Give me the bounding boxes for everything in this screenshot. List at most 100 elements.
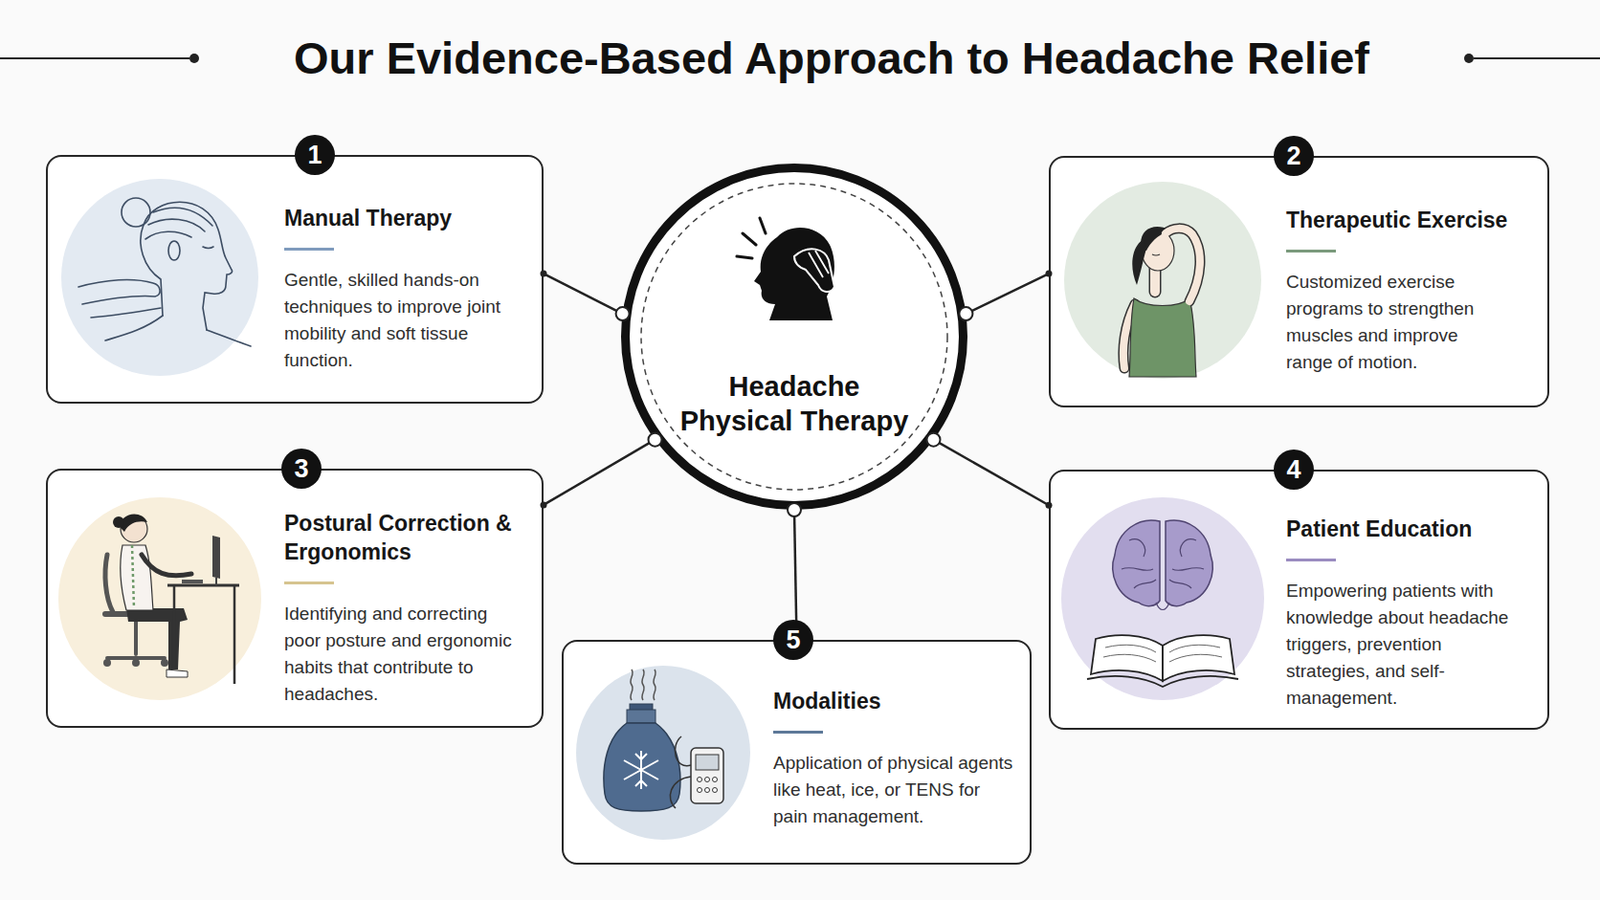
monitor	[212, 535, 221, 579]
box-body: Identifying and correcting poor posture …	[284, 600, 521, 709]
spine-line	[132, 545, 134, 609]
ear	[168, 241, 180, 261]
pain-burst	[736, 218, 766, 259]
brain-right	[1165, 520, 1213, 607]
illustration-backdrop	[61, 178, 259, 377]
desk-legs	[174, 585, 235, 685]
brain-left	[1112, 520, 1160, 607]
connector-hub-dot	[958, 307, 973, 321]
chair-back	[105, 555, 113, 613]
title-dot	[189, 53, 200, 64]
head-lineart	[78, 198, 251, 347]
closed-eye	[1152, 254, 1160, 256]
head	[1141, 230, 1175, 271]
tens-button	[705, 788, 711, 794]
text-group: Headache Physical Therapy	[674, 369, 914, 439]
accent-rule	[1286, 558, 1336, 562]
tens-button	[712, 777, 718, 783]
hair-bun	[112, 516, 125, 529]
modalities-illustration	[576, 666, 751, 841]
title-rule	[0, 57, 190, 60]
tens-button	[697, 788, 703, 794]
steam-lines	[630, 669, 656, 701]
illustration-backdrop	[1061, 497, 1265, 701]
accent-rule	[284, 247, 334, 251]
text-group: Manual TherapyGentle, skilled hands-on t…	[284, 203, 534, 375]
box-body: Application of physical agents like heat…	[773, 750, 1018, 831]
box-body: Empowering patients with knowledge about…	[1286, 577, 1519, 712]
closed-eye	[202, 246, 214, 249]
manual-therapy-illustration	[61, 178, 259, 377]
lower-arm-outline	[1123, 304, 1135, 369]
text-group: Postural Correction & ErgonomicsIdentify…	[284, 509, 521, 709]
book-lines	[1103, 644, 1223, 663]
text-group: Therapeutic ExerciseCustomized exercise …	[1286, 205, 1540, 377]
head	[120, 515, 148, 543]
connector-line	[933, 440, 1049, 507]
chair-wheel	[103, 659, 112, 667]
connector-hub-dot	[648, 433, 663, 447]
box-body: Customized exercise programs to strength…	[1286, 268, 1492, 377]
tens-button	[697, 777, 703, 783]
accent-rule	[1286, 249, 1336, 253]
exercise-illustration	[1064, 181, 1262, 379]
shoulders	[105, 315, 251, 347]
hub-circle: Headache Physical Therapy	[621, 163, 968, 511]
box-heading: Patient Education	[1286, 514, 1535, 544]
posture-illustration	[58, 497, 262, 701]
connector-end-dot	[1045, 270, 1053, 278]
tank-top	[1129, 298, 1197, 378]
connector-hub-dot	[926, 433, 940, 447]
title-rule	[1473, 57, 1600, 60]
tens-button	[705, 777, 711, 783]
connector-end-dot	[1045, 502, 1053, 510]
box-body: Gentle, skilled hands-on techniques to i…	[284, 266, 519, 375]
brain-folds	[1121, 539, 1204, 611]
accent-rule	[284, 581, 334, 585]
ponytail	[1132, 239, 1147, 286]
chair-wheel	[160, 659, 169, 667]
connector-hub-dot	[787, 503, 801, 517]
topic-box: Manual TherapyGentle, skilled hands-on t…	[45, 155, 544, 404]
topic-box: Patient EducationEmpowering patients wit…	[1048, 469, 1550, 731]
illustration-backdrop	[1064, 181, 1262, 379]
text-group: Patient EducationEmpowering patients wit…	[1286, 514, 1535, 712]
face-profile	[143, 201, 233, 331]
arm	[141, 555, 192, 577]
hub-ring	[625, 168, 964, 507]
connector-end-dot	[540, 501, 548, 509]
raised-arm	[1165, 228, 1200, 302]
hair-lines	[145, 207, 213, 240]
hub-label: Headache Physical Therapy	[674, 369, 914, 439]
lower-arm	[1123, 304, 1135, 369]
chair-base	[107, 617, 165, 659]
topic-box: ModalitiesApplication of physical agents…	[561, 640, 1032, 866]
torso	[120, 545, 154, 611]
hub-outline	[621, 163, 968, 511]
box-heading: Therapeutic Exercise	[1286, 205, 1540, 235]
neck-outline	[1149, 266, 1162, 292]
tens-button	[712, 788, 718, 794]
monitor-stand	[215, 577, 218, 586]
neck	[1150, 266, 1160, 292]
hand-silhouette	[794, 248, 835, 292]
ice-bag	[603, 723, 681, 812]
accent-rule	[773, 731, 823, 734]
illustration-backdrop	[576, 666, 751, 841]
chair-seat	[105, 611, 165, 618]
hair-bun	[121, 198, 151, 227]
chair-wheel	[132, 659, 140, 667]
back-of-head	[140, 224, 163, 316]
shoe	[166, 669, 188, 678]
book-cover	[1087, 676, 1239, 688]
education-illustration	[1061, 497, 1265, 701]
finger-lines	[808, 250, 829, 278]
trousers	[126, 608, 188, 670]
raised-arm-outline	[1165, 228, 1200, 302]
connector-line	[543, 440, 656, 506]
box-heading: Modalities	[773, 687, 1023, 716]
topic-box: Therapeutic ExerciseCustomized exercise …	[1048, 155, 1550, 408]
text-group: ModalitiesApplication of physical agents…	[773, 687, 1023, 831]
